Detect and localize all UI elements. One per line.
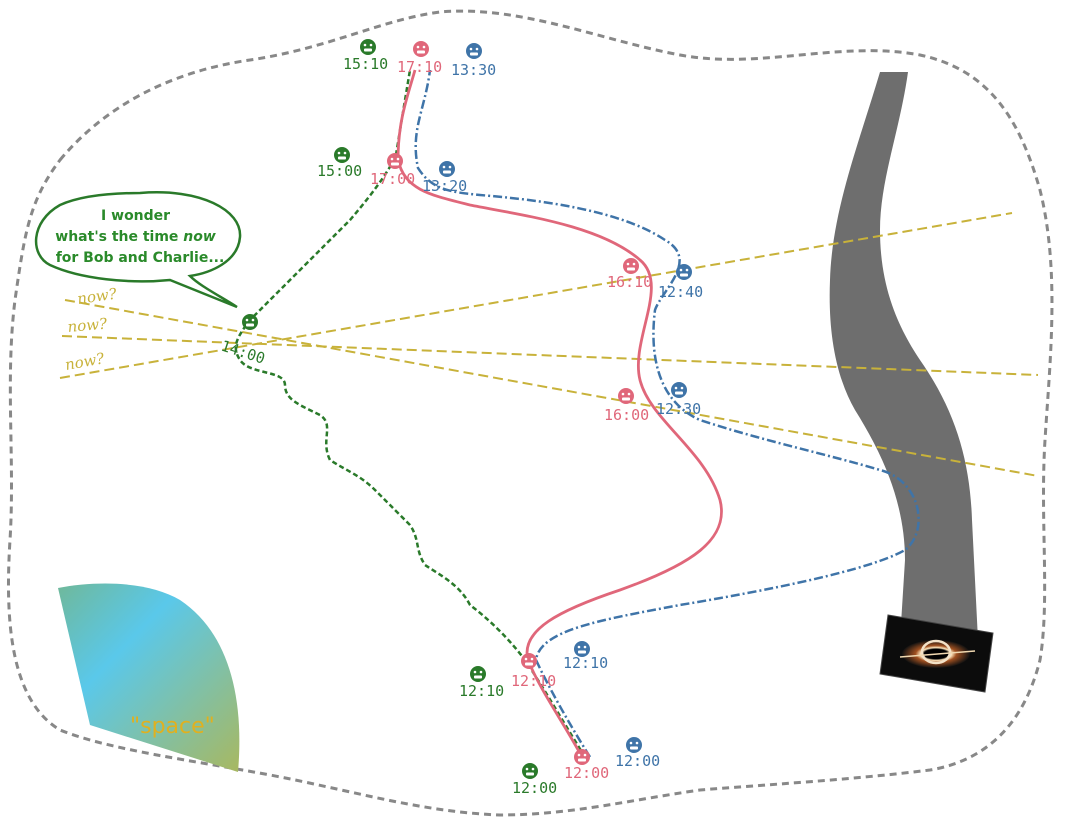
- grimacing-face-icon: [574, 749, 590, 765]
- alice-time-label: 15:00: [317, 162, 362, 180]
- charlie-time-label: 12:30: [656, 400, 701, 418]
- gravity-well-strip: [829, 72, 978, 640]
- universe-boundary: [6, 9, 1054, 817]
- charlie-time-label: 13:30: [451, 61, 496, 79]
- grinning-face-icon: [334, 147, 350, 163]
- bubble-line-3: for Bob and Charlie...: [56, 250, 225, 266]
- bob-time-label: 16:10: [607, 273, 652, 291]
- neutral-face-icon: [676, 264, 692, 280]
- now-lines: [59, 212, 1039, 477]
- grimacing-face-icon: [413, 41, 429, 57]
- neutral-face-icon: [466, 43, 482, 59]
- grinning-face-icon: [360, 39, 376, 55]
- black-hole-icon: [879, 614, 994, 693]
- neutral-face-icon: [439, 161, 455, 177]
- bob-time-label: 17:10: [397, 58, 442, 76]
- grimacing-face-icon: [521, 653, 537, 669]
- now-label: now?: [67, 315, 109, 336]
- bob-time-label: 16:00: [604, 406, 649, 424]
- bob-time-label: 12:00: [564, 764, 609, 782]
- grimacing-face-icon: [618, 388, 634, 404]
- grimacing-face-icon: [387, 153, 403, 169]
- alice-worldline: [247, 69, 412, 323]
- charlie-time-label: 12:40: [658, 283, 703, 301]
- charlie-time-label: 13:20: [422, 177, 467, 195]
- space-region: [58, 583, 240, 772]
- svg-text:I wonder what's the time: I wonder what's the time now for Bob and…: [55, 208, 224, 266]
- bubble-line-2: what's the time: [55, 229, 183, 245]
- charlie-worldline: [414, 69, 920, 758]
- neutral-face-icon: [671, 382, 687, 398]
- grinning-face-icon: [470, 666, 486, 682]
- bob-time-label: 17:00: [370, 170, 415, 188]
- grinning-face-icon: [242, 314, 258, 330]
- charlie-time-label: 12:10: [563, 654, 608, 672]
- grinning-face-icon: [522, 763, 538, 779]
- charlie-time-label: 12:00: [615, 752, 660, 770]
- space-label: "space": [130, 714, 215, 739]
- now-label: now?: [64, 349, 107, 374]
- neutral-face-icon: [574, 641, 590, 657]
- alice-time-label: 12:00: [512, 779, 557, 797]
- bob-worldline: [396, 69, 723, 758]
- bob-time-label: 12:10: [511, 672, 556, 690]
- alice-time-label: 12:10: [459, 682, 504, 700]
- neutral-face-icon: [626, 737, 642, 753]
- grimacing-face-icon: [623, 258, 639, 274]
- now-label: now?: [76, 284, 119, 307]
- bubble-line-1: I wonder: [101, 208, 170, 224]
- alice-worldline: [234, 321, 587, 758]
- alice-time-label: 15:10: [343, 55, 388, 73]
- thought-bubble: I wonder what's the time now for Bob and…: [34, 191, 242, 309]
- bubble-emphasis: now: [183, 229, 216, 245]
